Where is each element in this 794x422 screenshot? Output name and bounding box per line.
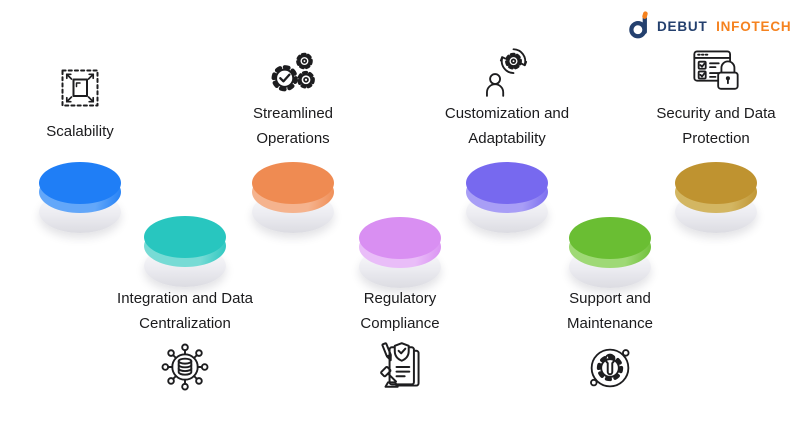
feature-label-line1: Support and [569,290,651,307]
feature-label: Integration and Data Centralization [85,286,285,336]
feature-label-line2: Protection [682,130,750,147]
feature-scalability: Scalability [0,0,180,422]
disc-base [144,245,226,287]
disc-streamlined-operations [252,162,334,233]
brand-name: DEBUT INFOTECH [657,19,791,34]
disc-top [144,216,226,258]
feature-label-line1: Customization and [444,105,570,122]
database-network-icon [158,340,212,394]
browser-lock-icon [690,46,742,98]
expand-arrows-icon [56,64,104,112]
disc-base [252,191,334,233]
disc-side [466,171,548,213]
feature-label-line2: Adaptability [468,130,546,147]
feature-label-line2: Operations [256,130,330,147]
brand-name-debut: DEBUT [657,18,708,34]
debut-infotech-logo-icon [629,11,648,39]
feature-label: Support and Maintenance [510,286,710,336]
disc-top [569,217,651,259]
feature-label: Scalability [0,119,180,144]
feature-security-and-data-protection: Security and Data Protection [616,0,794,422]
disc-side [569,226,651,268]
feature-label: Security and Data Protection [616,101,794,151]
disc-side [39,171,121,213]
gear-wrench-icon [584,341,636,395]
brand-name-infotech: INFOTECH [716,18,792,34]
disc-side [359,226,441,268]
feature-label-line2: Maintenance [567,315,653,332]
disc-side [675,171,757,213]
disc-support-and-maintenance [569,217,651,288]
feature-label-line1: Regulatory [363,290,437,307]
disc-base [359,246,441,288]
document-shield-gavel-icon [372,338,428,396]
disc-top [675,162,757,204]
feature-label-line1: Streamlined [252,105,334,122]
person-gear-sync-icon [481,46,533,98]
disc-top [39,162,121,204]
feature-regulatory-compliance: Regulatory Compliance [300,0,500,422]
disc-customization-and-adaptability [466,162,548,233]
disc-scalability [39,162,121,233]
feature-label: Streamlined Operations [193,101,393,151]
disc-side [144,225,226,267]
disc-integration [144,216,226,287]
gears-check-icon [268,50,318,96]
disc-base [466,191,548,233]
disc-top [466,162,548,204]
feature-streamlined-operations: Streamlined Operations [193,0,393,422]
disc-top [359,217,441,259]
disc-regulatory-compliance [359,217,441,288]
feature-integration-and-data-centralization: Integration and Data Centralization [85,0,285,422]
feature-label-line1: Scalability [46,123,114,140]
disc-top [252,162,334,204]
disc-side [252,171,334,213]
feature-label: Customization and Adaptability [407,101,607,151]
disc-base [675,191,757,233]
feature-label-line2: Compliance [360,315,440,332]
disc-security-and-data-protection [675,162,757,233]
feature-customization-and-adaptability: Customization and Adaptability [407,0,607,422]
disc-base [39,191,121,233]
feature-label-line2: Centralization [139,315,231,332]
feature-label-line1: Security and Data [656,105,776,122]
brand-logo: DEBUT INFOTECH [628,10,791,42]
feature-label-line1: Integration and Data [117,290,253,307]
feature-label: Regulatory Compliance [300,286,500,336]
disc-base [569,246,651,288]
feature-support-and-maintenance: Support and Maintenance [510,0,710,422]
